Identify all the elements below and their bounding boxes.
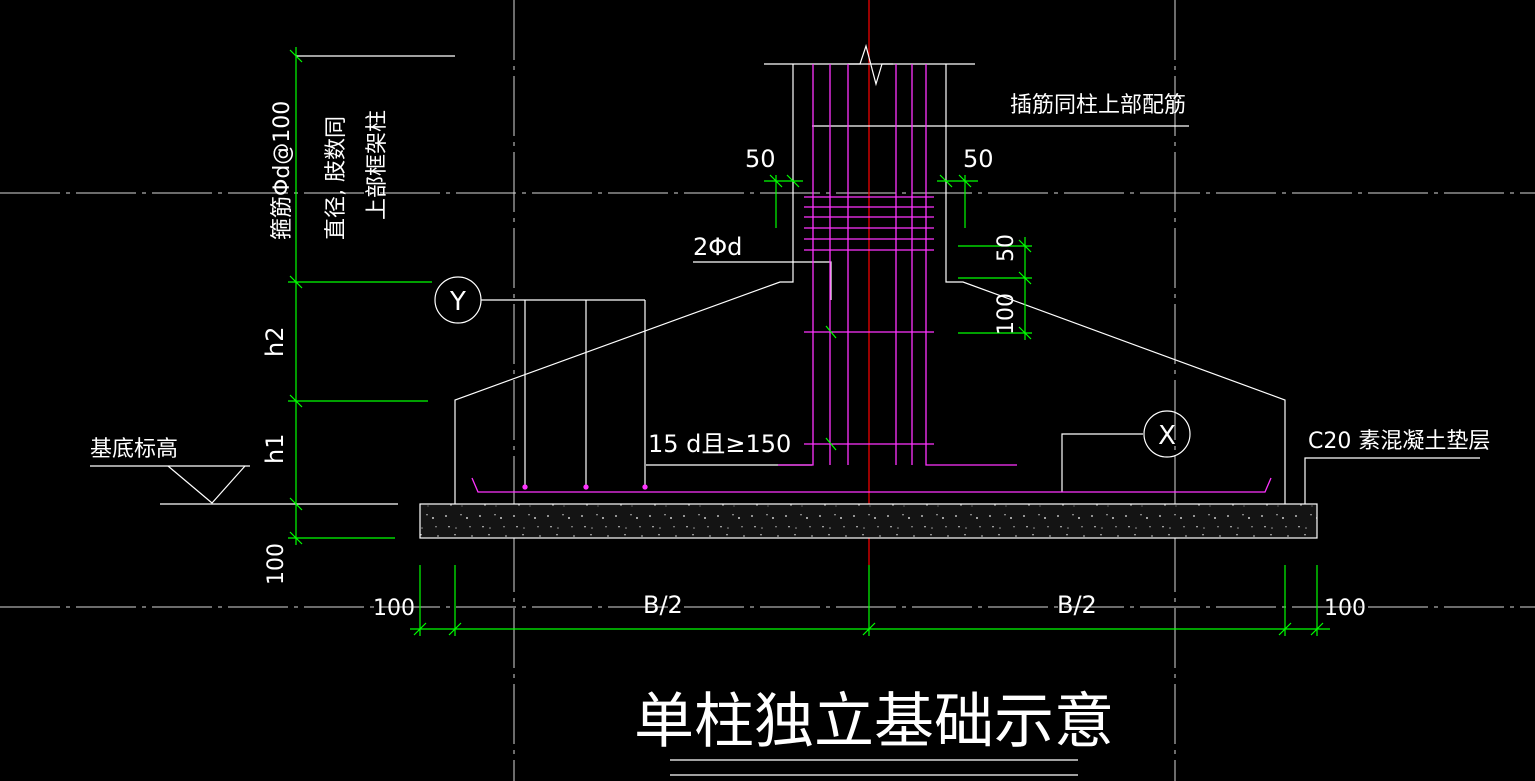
drawing-title: 单柱独立基础示意 [634, 687, 1114, 757]
marker-y-label: Y [449, 287, 466, 317]
marker-x-label: X [1158, 421, 1176, 451]
stirrup-note-line3: 上部框架柱 [365, 110, 390, 220]
dim-h1: h1 [261, 434, 289, 464]
dim-b2-right: B/2 [1057, 591, 1097, 619]
anchor-length-label: 15 d且≥150 [648, 430, 791, 458]
base-elevation-label: 基底标高 [90, 437, 178, 462]
stirrup-note-line2: 直径, 肢数同 [324, 116, 349, 240]
cushion-layer [419, 503, 1318, 539]
dim-h2: h2 [261, 327, 289, 357]
dim-50-right: 50 [963, 145, 994, 173]
marker-x: X [1143, 410, 1191, 458]
dim-100-right-vertical: 100 [994, 293, 1019, 335]
labels: 插筋同柱上部配筋 箍筋Φd@100 直径, 肢数同 上部框架柱 h2 h1 10… [90, 93, 1490, 757]
dim-100-bottom-left: 100 [373, 596, 415, 621]
dowel-note: 插筋同柱上部配筋 [1010, 93, 1186, 118]
marker-y: Y [434, 276, 482, 324]
dim-50-left: 50 [745, 145, 776, 173]
stirrup-note-line1: 箍筋Φd@100 [270, 101, 295, 240]
dim-b2-left: B/2 [643, 591, 683, 619]
dim-100-vertical: 100 [264, 543, 289, 585]
dimension-lines [288, 47, 1330, 636]
rebar [471, 64, 1272, 493]
dim-50-right-vertical: 50 [994, 234, 1019, 262]
footing-outline [90, 43, 1480, 776]
cushion-label: C20 素混凝土垫层 [1308, 429, 1490, 454]
bar-2d-label: 2Φd [693, 233, 742, 261]
dim-100-bottom-right: 100 [1324, 596, 1366, 621]
